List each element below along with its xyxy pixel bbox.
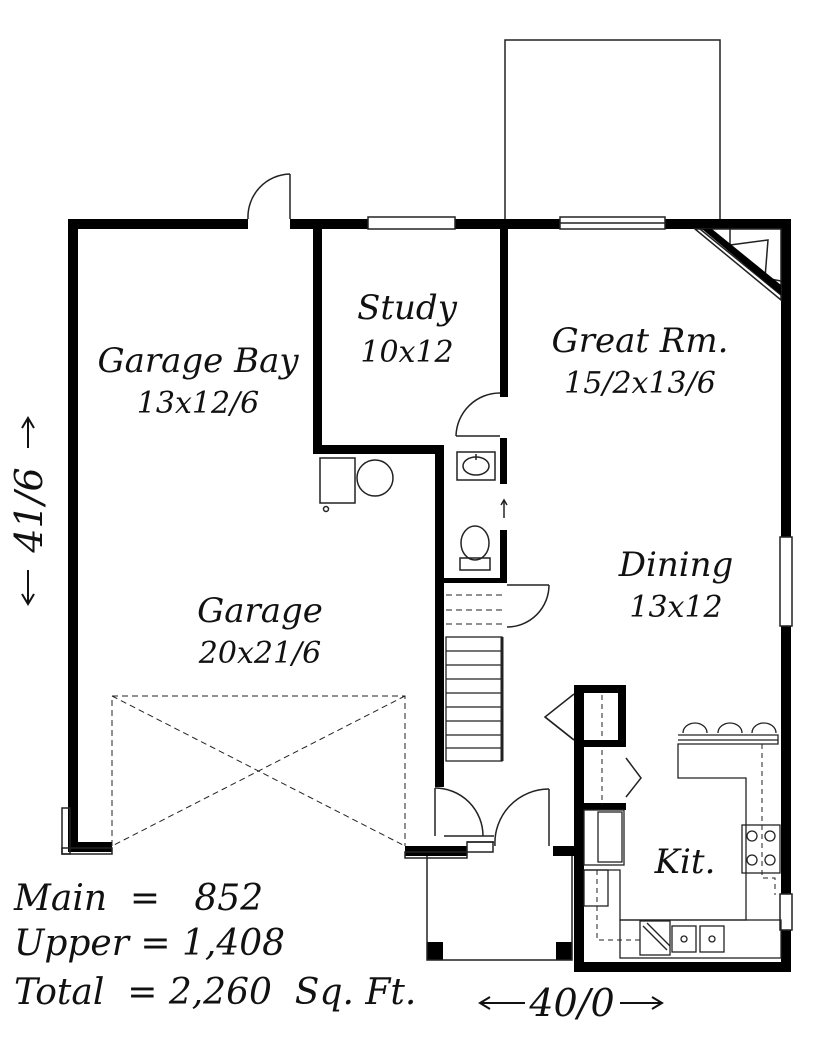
label-garage: Garage (197, 591, 323, 631)
dimension-width-label: 40/0 (528, 981, 614, 1025)
wall-kitchen-left (574, 685, 584, 972)
wall-top-right (665, 219, 790, 229)
bar-stool-2 (717, 722, 743, 734)
bar-stool-1 (682, 722, 708, 734)
door-closet (625, 757, 642, 798)
dims-garage-bay: 13x12/6 (137, 386, 259, 421)
fireplace-hearth (702, 229, 781, 295)
walls (68, 219, 791, 972)
dims-garage: 20x21/6 (198, 636, 321, 671)
porch-post-left (427, 942, 443, 960)
porch-post-right (556, 942, 572, 960)
label-garage-bay: Garage Bay (97, 341, 299, 381)
wall-study-right (500, 229, 508, 397)
water-heater (356, 459, 394, 497)
wall-bath-right-upper (500, 438, 507, 484)
overall-dimensions: 41/6 40/0 (7, 416, 664, 1025)
label-great-room: Great Rm. (552, 321, 729, 361)
kitchen-counters (583, 695, 782, 959)
stairs (445, 594, 504, 762)
window-study (367, 216, 456, 230)
wall-top-mid (290, 219, 368, 229)
bar-stool-3 (751, 722, 777, 734)
bath-sink-counter (456, 451, 496, 481)
kitchen-sink-right (699, 925, 725, 953)
wall-left-exterior (68, 219, 78, 851)
wall-pantry-top (574, 685, 626, 693)
upper-deck-outline (504, 39, 721, 219)
fireplace (692, 228, 782, 302)
wall-garage-bottom-left (68, 842, 112, 852)
toilet-bowl (460, 525, 490, 561)
dims-great-room: 15/2x13/6 (564, 366, 716, 401)
toilet-tank (459, 557, 491, 571)
wall-pantry-right (618, 685, 626, 740)
wall-closet-mid (574, 803, 626, 810)
garage-door-outline (111, 695, 406, 847)
window-dining (779, 536, 793, 627)
area-summary: Main = 852 Upper = 1,408 Total = 2,260 S… (13, 878, 416, 1013)
dishwasher (639, 920, 671, 956)
area-total: Total = 2,260 Sq. Ft. (14, 972, 416, 1013)
range (741, 824, 781, 874)
area-main: Main = 852 (13, 878, 263, 919)
wall-right-lower (781, 930, 791, 972)
label-study: Study (357, 288, 458, 328)
thin-lines (61, 39, 793, 961)
wall-study-bottom (313, 445, 444, 454)
wall-bath-right-lower (500, 530, 507, 580)
wall-garage-house (435, 445, 444, 787)
wall-entry-right-stub (553, 846, 579, 856)
kitchen-sink-left (671, 925, 697, 953)
dimension-depth: 41/6 (7, 416, 51, 606)
dims-dining: 13x12 (629, 590, 722, 625)
window-kitchen (779, 893, 793, 931)
dims-study: 10x12 (360, 335, 453, 370)
wall-right-upper (781, 219, 791, 537)
dimension-width: 40/0 (478, 981, 664, 1025)
wall-top-study (455, 219, 560, 229)
wall-bottom-kitchen (574, 962, 791, 972)
area-upper: Upper = 1,408 (14, 923, 285, 964)
dimension-depth-label: 41/6 (7, 467, 51, 553)
label-dining: Dining (618, 545, 734, 585)
furnace (319, 457, 356, 504)
wall-pantry-mid (574, 740, 626, 747)
wall-study-left (313, 229, 322, 454)
wall-bath-bottom (444, 578, 507, 583)
room-labels: Garage Bay 13x12/6 Study 10x12 Great Rm.… (97, 288, 733, 882)
label-kitchen: Kit. (654, 842, 716, 882)
hatch-garage-right (404, 851, 468, 859)
door-pantry (543, 693, 575, 741)
doors (247, 173, 642, 847)
wall-garage-bottom-right (405, 846, 467, 856)
wall-top-left (68, 219, 248, 229)
wall-right-middle (781, 626, 791, 894)
hatch-garage-bottom (61, 847, 113, 855)
porch-outline (426, 856, 573, 961)
